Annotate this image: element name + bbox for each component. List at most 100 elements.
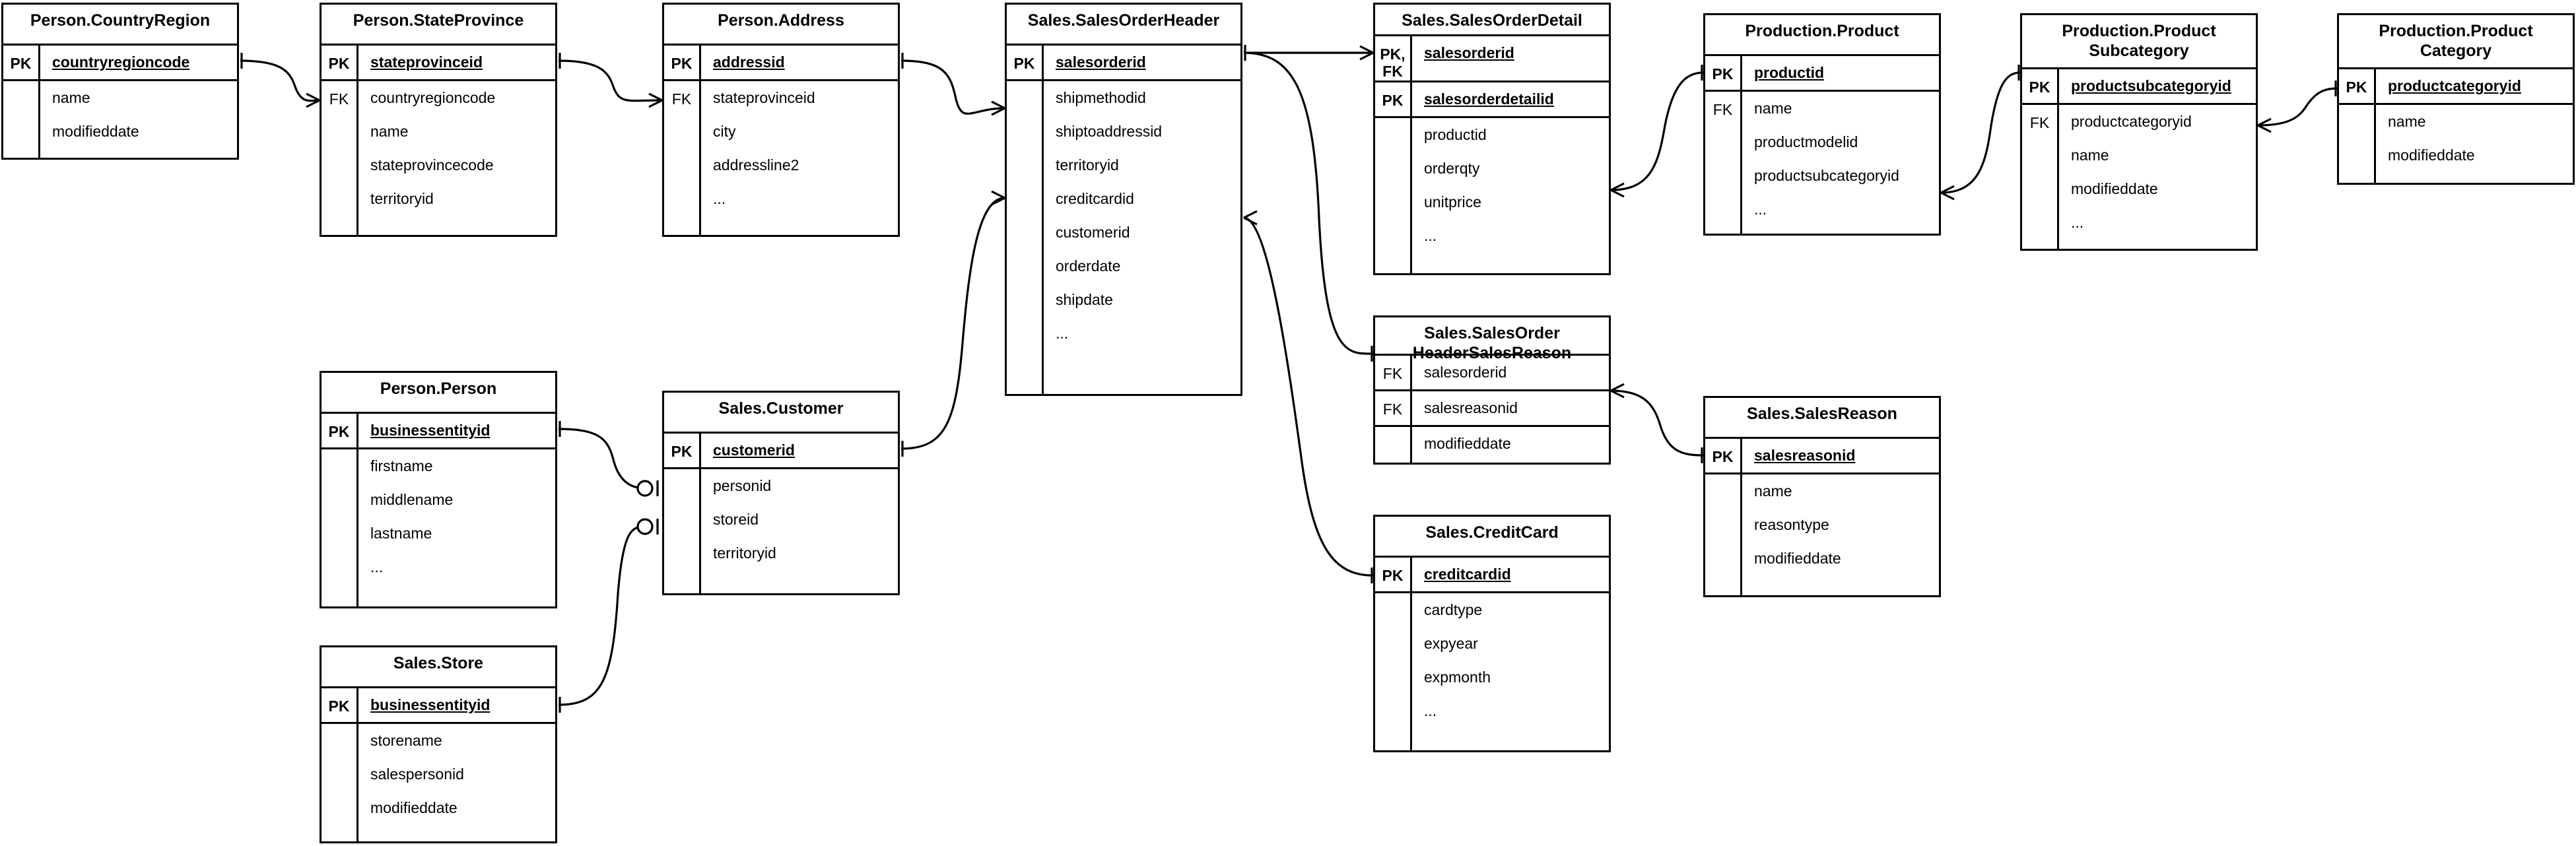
attribute: countryregioncode	[370, 89, 496, 106]
key-indicator: PK	[664, 434, 701, 467]
attribute: ...	[1424, 702, 1437, 719]
entity-title: Sales.SalesOrderHeader	[1007, 5, 1240, 46]
attribute: ...	[1424, 226, 1437, 244]
connector-address-salesorderheader	[900, 59, 1005, 115]
key-indicator	[1375, 593, 1412, 750]
key-indicator: PK	[1375, 82, 1412, 116]
attribute-column: businessentityid	[358, 414, 555, 447]
crowsfoot-stateprovince	[306, 92, 320, 108]
zero-marker-customer-personid	[636, 480, 654, 497]
attribute: shiptoaddressid	[1056, 123, 1163, 140]
attribute: middlename	[370, 491, 454, 508]
entity-title: Production.Product Category	[2339, 15, 2573, 69]
attribute-column: salesreasonid	[1742, 439, 1939, 472]
entity-title: Sales.CreditCard	[1375, 517, 1609, 558]
key-indicator: FK	[1375, 356, 1412, 389]
connector-store-customer	[558, 525, 646, 706]
attribute: orderdate	[1056, 257, 1121, 275]
key-indicator: FK	[2022, 105, 2059, 249]
key-indicator: PK, FK	[1375, 36, 1412, 81]
attribute-group: PK countryregioncode	[3, 46, 237, 81]
attribute-column: salesreasonid	[1412, 391, 1609, 425]
key-indicator: PK	[3, 46, 40, 79]
attribute: customerid	[1056, 224, 1130, 241]
connector-product-productsubcategory	[1940, 71, 2021, 194]
attribute: expyear	[1424, 635, 1478, 652]
entity-title: Sales.SalesReason	[1705, 398, 1939, 439]
attribute-group: modifieddate	[1375, 427, 1609, 463]
attribute-column: customerid	[701, 434, 898, 467]
attribute-column: salesorderdetailid	[1412, 82, 1609, 116]
crowsfoot-address	[648, 92, 663, 108]
attribute-group: cardtype expyear expmonth...	[1375, 593, 1609, 750]
attribute: modifieddate	[370, 799, 458, 816]
attribute-column: salesorderid	[1412, 36, 1609, 81]
crowsfoot-salesorderheader-customer	[991, 190, 1005, 206]
attribute: cardtype	[1424, 601, 1483, 618]
key-indicator: FK	[1375, 391, 1412, 425]
key-indicator: FK	[322, 81, 358, 235]
entity-title: Person.Address	[664, 5, 898, 46]
attribute-column: productid	[1742, 56, 1939, 90]
key-indicator	[1375, 117, 1412, 273]
attribute-column: modifieddate	[1412, 427, 1609, 463]
crowsfoot-product-subcategory	[1940, 185, 1955, 201]
connector-salesreasonlink-salesreason	[1610, 389, 1704, 457]
attribute-column: salesorderid	[1412, 356, 1609, 389]
attribute: salesreasonid	[1424, 399, 1518, 416]
attribute-column: countryregioncode	[40, 46, 237, 79]
attribute: stateprovincecode	[370, 156, 494, 174]
attribute: lastname	[370, 525, 432, 542]
primary-key-attribute: countryregioncode	[52, 53, 190, 71]
entity-title: Production.Product	[1705, 15, 1939, 56]
connector-stateprovince-address	[558, 59, 663, 102]
attribute: ...	[1754, 201, 1767, 218]
attribute: name	[1754, 100, 1792, 117]
key-indicator: PK	[664, 46, 701, 79]
connector-salesorderdetail-product	[1610, 71, 1704, 191]
connector-productsubcategory-productcategory	[2257, 87, 2338, 127]
attribute-column: creditcardid	[1412, 558, 1609, 591]
attribute: expmonth	[1424, 668, 1491, 686]
attribute: reasontype	[1754, 516, 1829, 533]
attribute-column: businessentityid	[358, 688, 555, 722]
primary-key-attribute: salesreasonid	[1754, 447, 1856, 464]
attribute: modifieddate	[52, 123, 139, 140]
primary-key-attribute: stateprovinceid	[370, 53, 483, 71]
